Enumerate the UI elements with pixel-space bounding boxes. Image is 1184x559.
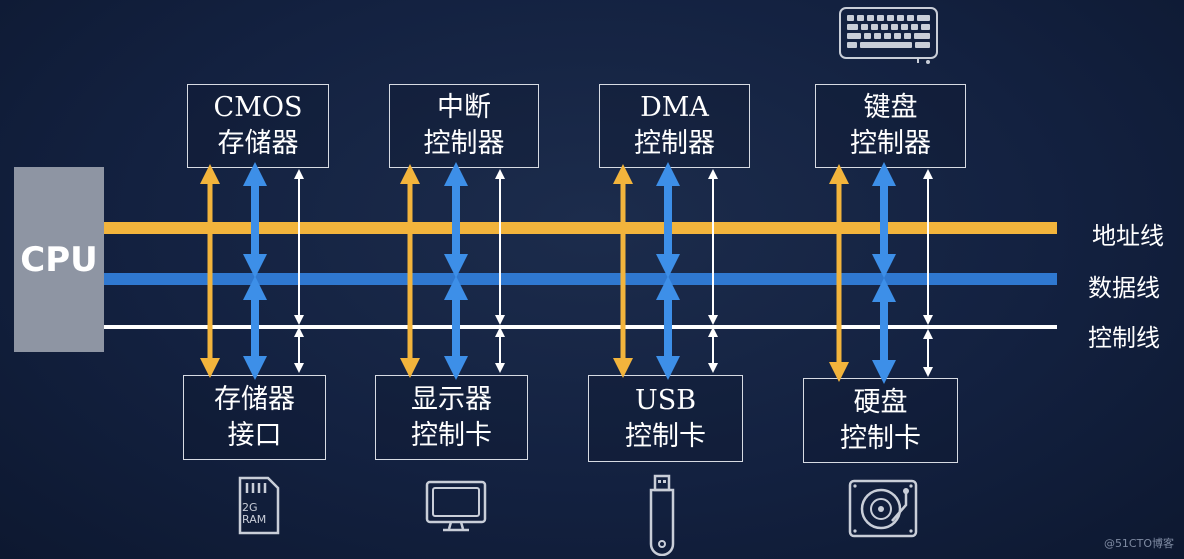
hard-disk-icon [848, 479, 918, 538]
box-line1: 显示器 [411, 383, 492, 415]
control-bus-line [104, 325, 1057, 329]
box-line2: 控制器 [634, 128, 715, 159]
box-line1: USB [634, 384, 697, 416]
box-line1: CMOS [213, 92, 303, 123]
control-bus-label: 控制线 [1088, 324, 1160, 352]
ram-type-text: RAM [242, 513, 267, 526]
box-line1: 存储器 [214, 383, 295, 415]
data-bus-label: 数据线 [1088, 274, 1160, 302]
box-line1: DMA [640, 92, 709, 123]
cpu-block: CPU [14, 167, 104, 352]
box-line1: 键盘 [863, 92, 918, 123]
display-controller-card-box: 显示器 控制卡 [375, 375, 528, 460]
usb-drive-icon [649, 474, 675, 556]
box-line2: 接口 [227, 419, 282, 451]
address-bus-label: 地址线 [1092, 222, 1164, 250]
interrupt-controller-box: 中断 控制器 [389, 84, 539, 168]
box-line1: 中断 [437, 92, 491, 123]
box-line2: 控制卡 [411, 419, 492, 451]
watermark: @51CTO博客 [1103, 537, 1174, 550]
ram-card-icon: 2G RAM [236, 476, 280, 536]
box-line1: 硬盘 [853, 386, 908, 418]
dma-controller-box: DMA 控制器 [599, 84, 750, 168]
box-line2: 控制器 [850, 128, 931, 159]
data-bus-line [104, 273, 1057, 285]
address-bus-line [104, 222, 1057, 234]
box-line2: 控制卡 [625, 420, 706, 452]
hard-disk-controller-card-box: 硬盘 控制卡 [803, 378, 958, 463]
ram-capacity-text: 2G [242, 501, 258, 514]
memory-interface-box: 存储器 接口 [183, 375, 326, 460]
keyboard-icon [839, 7, 938, 64]
box-line2: 控制卡 [840, 422, 921, 454]
monitor-icon [425, 480, 487, 532]
usb-controller-card-box: USB 控制卡 [588, 375, 743, 462]
box-line2: 控制器 [423, 128, 505, 159]
cmos-memory-box: CMOS 存储器 [187, 84, 329, 168]
cpu-label: CPU [20, 239, 98, 280]
box-line2: 存储器 [217, 128, 299, 159]
keyboard-controller-box: 键盘 控制器 [815, 84, 966, 168]
